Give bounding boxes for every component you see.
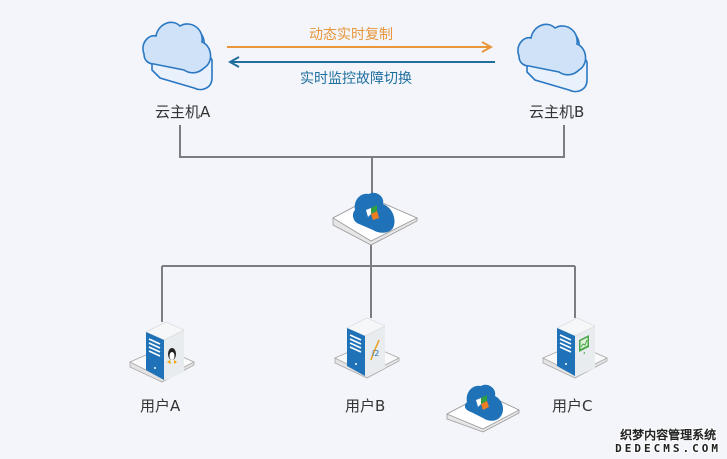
line-host-a (179, 125, 372, 158)
cloud-platform-icon (446, 384, 520, 433)
server-icon: i2 (334, 317, 400, 379)
user-b-label: 用户B (345, 397, 386, 415)
user-c-label: 用户C (552, 397, 593, 415)
failover-label: 实时监控故障切换 (300, 71, 412, 87)
watermark: 织梦内容管理系统 DEDECMS.COM (615, 428, 721, 456)
cloud-icon (142, 21, 213, 91)
cloud-host-a-label: 云主机A (155, 103, 211, 121)
cloud-icon (517, 23, 588, 93)
line-host-b (372, 125, 565, 158)
replication-label: 动态实时复制 (309, 27, 393, 43)
cloud-host-b-label: 云主机B (529, 103, 585, 121)
watermark-line1: 织梦内容管理系统 (620, 428, 717, 442)
linux-server-icon (129, 321, 195, 383)
connector-lines (161, 125, 576, 322)
user-a-label: 用户A (140, 397, 181, 415)
cloud-platform-icon (332, 192, 418, 246)
svg-text:i2: i2 (372, 349, 379, 358)
watermark-line2: DEDECMS.COM (615, 442, 721, 455)
monitor-server-icon (542, 317, 608, 379)
